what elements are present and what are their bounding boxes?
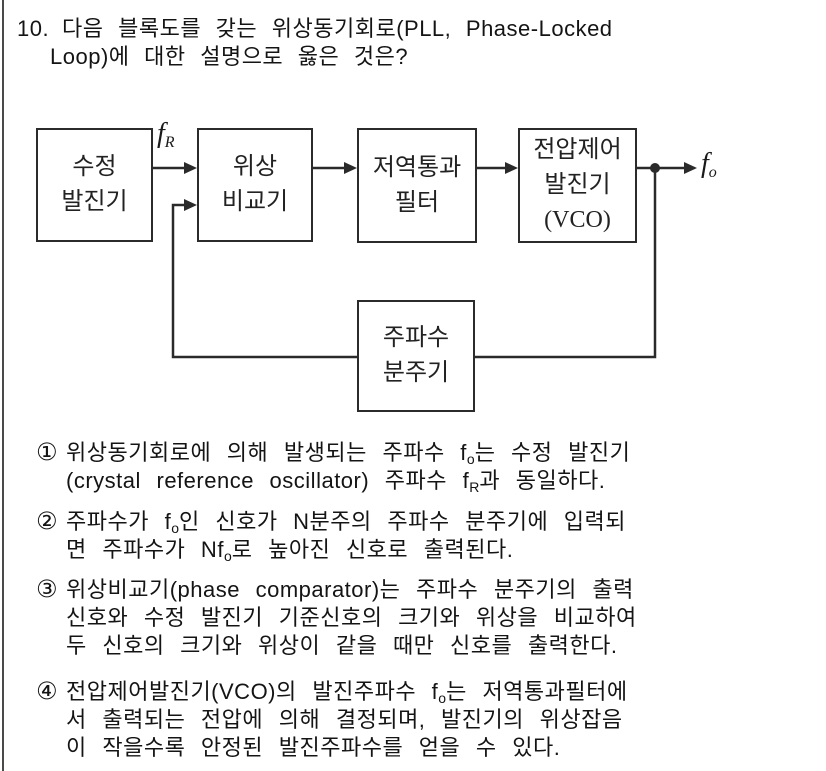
option-4-line-2-text: 서 출력되는 전압에 의해 결정되며, 발진기의 위상잡음 [66,707,623,732]
fo-signal-label: fo [701,149,717,188]
block-lowpass-filter: 저역통과 필터 [357,128,477,243]
block-vco-label: 전압제어 발진기 (VCO) [533,137,622,233]
option-2-line-1-post: 인 신호가 N분주의 주파수 분주기에 입력되 [178,509,627,534]
option-3-line-2: 신호와 수정 발진기 기준신호의 크기와 위상을 비교하여 [0,604,826,632]
block-crystal-oscillator-label: 수정 발진기 [61,154,128,215]
arrowhead-into-phase-bottom [184,199,197,211]
arrowhead-into-phase-top [184,162,197,174]
fo-sub: o [708,164,717,181]
arrowhead-into-vco [505,162,518,174]
option-2-line-2-text: 면 주파수가 Nf [66,537,224,562]
option-3-line-3: 두 신호의 크기와 위상이 같을 때만 신호를 출력한다. [0,632,826,660]
option-4-line-3: 이 작을수록 안정된 발진주파수를 얻을 수 있다. [0,734,826,762]
arrowhead-into-lpf [344,162,357,174]
option-2-line-2-sub: o [223,548,232,564]
block-phase-comparator-label: 위상 비교기 [221,154,289,215]
option-4-line-1-sub: o [438,690,447,706]
option-3: ③ 위상비교기(phase comparator)는 주파수 분주기의 출력 신… [0,576,826,660]
pll-block-diagram: 수정 발진기 위상 비교기 저역통과 필터 전압제어 발진기 (VCO) 주파수… [36,119,717,412]
block-frequency-divider: 주파수 분주기 [357,300,475,412]
option-2-number: ② [36,508,58,535]
option-3-line-2-text: 신호와 수정 발진기 기준신호의 크기와 위상을 비교하여 [66,605,637,630]
block-crystal-oscillator: 수정 발진기 [36,128,153,242]
option-2-line-2: 면 주파수가 Nfo로 높아진 신호로 출력된다. [0,536,826,564]
junction-dot [650,163,660,173]
option-4-number: ④ [36,678,58,705]
option-3-line-3-text: 두 신호의 크기와 위상이 같을 때만 신호를 출력한다. [66,633,618,658]
option-2-line-2-post: 로 높아진 신호로 출력된다. [231,537,514,562]
option-1-line-2-text: (crystal reference oscillator) 주파수 f [66,468,470,493]
option-1: ① 위상동기회로에 의해 발생되는 주파수 fo는 수정 발진기 (crysta… [0,439,826,495]
option-2: ② 주파수가 fo인 신호가 N분주의 주파수 분주기에 입력되 면 주파수가 … [0,508,826,564]
option-4-line-2: 서 출력되는 전압에 의해 결정되며, 발진기의 위상잡음 [0,706,826,734]
block-lowpass-filter-label: 저역통과 필터 [372,154,462,216]
option-1-line-2: (crystal reference oscillator) 주파수 fR과 동… [0,467,826,495]
option-3-line-1: 위상비교기(phase comparator)는 주파수 분주기의 출력 [0,576,826,604]
option-3-number: ③ [36,576,58,603]
fo-main: f [701,148,709,179]
question-line-2: Loop)에 대한 설명으로 옳은 것은? [50,44,409,69]
option-1-line-1: 위상동기회로에 의해 발생되는 주파수 fo는 수정 발진기 [0,439,826,467]
option-1-line-1-text: 위상동기회로에 의해 발생되는 주파수 f [66,440,467,465]
block-frequency-divider-label: 주파수 분주기 [382,325,450,386]
option-4-line-1: 전압제어발진기(VCO)의 발진주파수 fo는 저역통과필터에 [0,678,826,706]
option-1-line-2-post: 과 동일하다. [479,468,606,493]
option-4: ④ 전압제어발진기(VCO)의 발진주파수 fo는 저역통과필터에 서 출력되는… [0,678,826,762]
page-left-border [2,0,4,771]
option-3-line-1-text: 위상비교기(phase comparator)는 주파수 분주기의 출력 [66,577,634,602]
option-2-line-1-text: 주파수가 f [66,509,172,534]
question-number: 10. [17,16,50,41]
option-1-line-2-sub: R [469,479,480,495]
option-2-line-1: 주파수가 fo인 신호가 N분주의 주파수 분주기에 입력되 [0,508,826,536]
option-1-line-1-post: 는 수정 발진기 [474,440,631,465]
option-1-line-1-sub: o [466,451,475,467]
option-1-number: ① [36,439,58,466]
option-2-line-1-sub: o [171,520,179,536]
fr-signal-label: fR [157,119,175,158]
option-4-line-3-text: 이 작을수록 안정된 발진주파수를 얻을 수 있다. [66,735,561,760]
block-phase-comparator: 위상 비교기 [197,128,313,242]
block-vco: 전압제어 발진기 (VCO) [518,128,637,243]
arrowhead-output [684,162,697,174]
fr-main: f [157,118,165,149]
option-4-line-1-post: 는 저역통과필터에 [446,679,628,704]
question-line-1: 다음 블록도를 갖는 위상동기회로(PLL, Phase-Locked [62,16,613,41]
fr-sub: R [164,134,175,151]
option-4-line-1-text: 전압제어발진기(VCO)의 발진주파수 f [66,679,439,704]
